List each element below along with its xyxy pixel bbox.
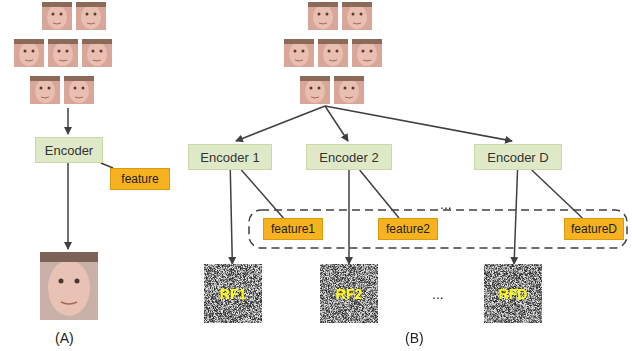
output-face bbox=[40, 252, 98, 320]
node-text: RF2 bbox=[336, 286, 362, 302]
input-arrow bbox=[67, 108, 69, 134]
node-text: feature bbox=[121, 172, 158, 186]
node-text: feature2 bbox=[386, 222, 430, 236]
node-text: RF1 bbox=[220, 286, 246, 302]
connector-line bbox=[532, 170, 583, 218]
encoder-box: Encoder 2 bbox=[306, 144, 392, 170]
input-arrow bbox=[236, 106, 325, 141]
connector-arrow bbox=[230, 170, 232, 264]
encoder-box: Encoder 1 bbox=[188, 144, 272, 170]
node-text: Encoder 2 bbox=[319, 150, 378, 165]
node-text: feature1 bbox=[271, 222, 315, 236]
feature-box: featureD bbox=[564, 218, 624, 240]
connector-arrow bbox=[348, 170, 350, 264]
connector-line bbox=[241, 170, 283, 218]
ellipsis: ... bbox=[432, 286, 444, 302]
encoder-box: Encoder bbox=[35, 137, 103, 163]
node-text: featureD bbox=[571, 222, 617, 236]
feature-box: feature2 bbox=[378, 218, 438, 240]
node-text: Encoder D bbox=[487, 150, 548, 165]
output-arrow bbox=[67, 163, 69, 249]
panel-label: (A) bbox=[55, 330, 74, 346]
connector-line bbox=[360, 170, 399, 218]
node-text: Encoder 1 bbox=[200, 150, 259, 165]
random-feature-image: RF1 bbox=[204, 264, 262, 323]
ellipsis: ... bbox=[440, 196, 452, 212]
input-faces-a bbox=[14, 2, 112, 104]
input-faces-b bbox=[284, 2, 382, 104]
feature-box: feature bbox=[110, 168, 170, 190]
node-text: Encoder bbox=[45, 143, 93, 158]
encoder-box: Encoder D bbox=[474, 144, 562, 170]
input-arrow bbox=[325, 106, 348, 141]
feature-group-outline bbox=[249, 210, 627, 248]
input-arrow bbox=[325, 106, 512, 141]
random-feature-image: RF2 bbox=[320, 264, 378, 323]
node-text: RFD bbox=[499, 286, 528, 302]
panel-label: (B) bbox=[405, 330, 424, 346]
feature-box: feature1 bbox=[263, 218, 323, 240]
connector-arrow bbox=[514, 170, 517, 264]
random-feature-image: RFD bbox=[484, 264, 542, 323]
